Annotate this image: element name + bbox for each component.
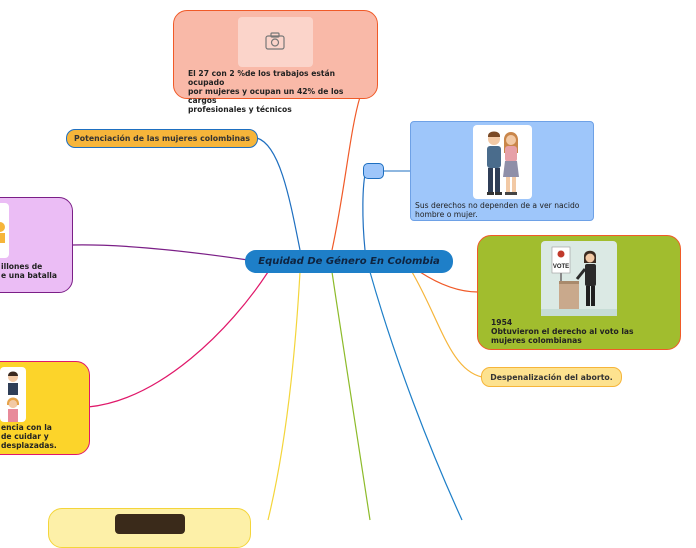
topic-derechos[interactable]: Sus derechos no dependen de a ver nacido… — [410, 121, 594, 221]
link-bottom-yellow — [267, 271, 301, 521]
central-topic[interactable]: Equidad De Género En Colombia — [245, 250, 453, 273]
bottom-image — [115, 514, 185, 534]
ballot-label: VOTE — [553, 264, 569, 270]
link-bottom-blue — [369, 271, 463, 521]
violencia-image — [0, 367, 26, 422]
couple-illustration — [473, 125, 532, 199]
millones-image — [0, 203, 9, 258]
jobs-image-placeholder — [238, 17, 313, 67]
voto-text: 1954 Obtuvieron el derecho al voto las m… — [491, 318, 634, 345]
link-aborto — [411, 271, 483, 378]
branch-connectors — [71, 96, 483, 521]
jobs-text: El 27 con 2 %de los trabajos están ocupa… — [188, 69, 344, 114]
link-jobs — [331, 96, 361, 251]
voting-illustration: VOTE — [541, 241, 617, 316]
topic-bottom[interactable] — [48, 508, 251, 548]
topic-voto[interactable]: VOTE 1954 Obtuvieron el derecho al voto … — [477, 235, 681, 350]
connector-node[interactable] — [363, 163, 384, 179]
topic-aborto[interactable]: Despenalización del aborto. — [481, 367, 622, 387]
millones-text: illones de e una batalla — [1, 262, 58, 280]
link-bottom-green — [331, 271, 371, 521]
topic-potenciacion[interactable]: Potenciación de las mujeres colombinas — [66, 129, 258, 148]
link-derechos — [362, 169, 367, 251]
violencia-text: encia con la de cuidar y desplazadas. — [1, 423, 57, 450]
link-violencia — [87, 271, 269, 408]
topic-jobs[interactable]: El 27 con 2 %de los trabajos están ocupa… — [173, 10, 378, 114]
topic-violencia[interactable]: encia con la de cuidar y desplazadas. — [0, 361, 90, 455]
derechos-text: Sus derechos no dependen de a ver nacido… — [415, 201, 580, 219]
link-voto — [419, 271, 479, 293]
camera-icon — [265, 32, 285, 50]
topic-millones[interactable]: illones de e una batalla — [0, 197, 73, 293]
link-millones — [71, 244, 249, 261]
link-potenciacion — [256, 137, 301, 251]
